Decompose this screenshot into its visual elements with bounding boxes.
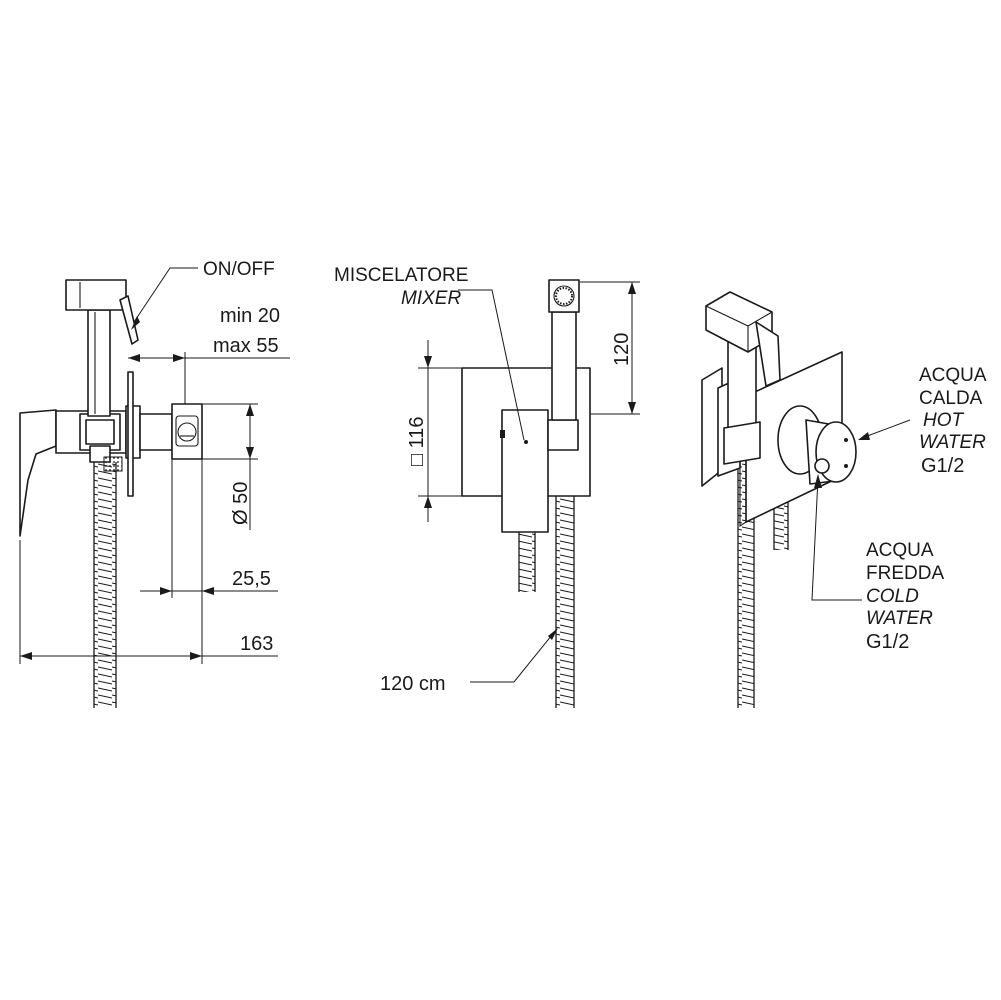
hot-water-it-2: CALDA [919,388,983,409]
side-shower-tube [87,309,111,417]
cold-water-it-2: FREDDA [866,563,944,584]
hose-length-label: 120 cm [380,673,446,695]
iso-view: ACQUA CALDA HOT WATER G1/2 ACQUA FREDDA … [701,291,987,708]
side-wall-plate [127,371,134,497]
plate-size-label: □ 116 [406,416,428,466]
side-embedded-cylinder [171,403,203,460]
on-off-label: ON/OFF [203,259,275,280]
iso-hose [737,462,755,708]
hot-water-en-1: HOT [923,410,965,431]
hot-water-it-1: ACQUA [919,365,987,386]
side-sprayer-head [65,279,127,311]
front-view: MISCELATORE MIXER □ 116 120 120 cm [334,265,640,708]
iso-handset-body [727,337,757,435]
holder-height-label: 120 [611,333,633,366]
hot-water-en-2: WATER [919,432,986,453]
hot-water-thread: G1/2 [921,455,964,477]
front-inlet-hose [518,532,536,592]
wall-max-label: max 55 [213,335,279,357]
mixer-label-en: MIXER [401,288,461,309]
side-hose [93,462,117,708]
diameter-label: Ø 50 [230,482,252,525]
offset-label: 25,5 [232,568,271,590]
mixer-label-it: MISCELATORE [334,265,468,286]
wall-min-label: min 20 [220,305,280,327]
front-mixer-body [501,409,549,533]
length-label: 163 [240,633,273,655]
cold-water-en-1: COLD [866,586,919,607]
side-trigger [119,295,139,345]
cold-water-en-2: WATER [866,608,933,629]
cold-water-thread: G1/2 [866,631,909,653]
front-handset-body [551,311,577,421]
cold-water-it-1: ACQUA [866,540,934,561]
side-lever [19,409,57,537]
side-view: ON/OFF min 20 max 55 Ø 50 25,5 163 [19,259,290,708]
